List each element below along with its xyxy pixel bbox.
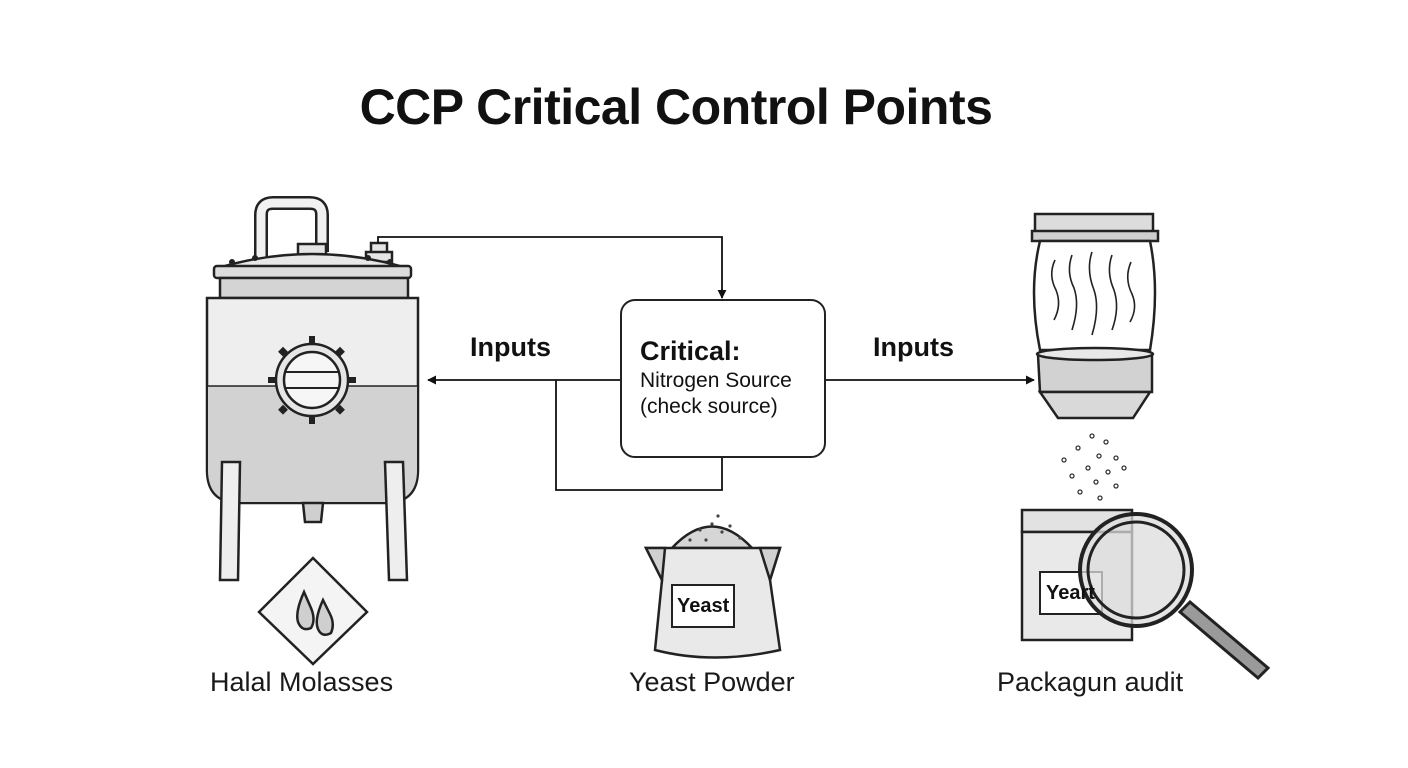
fermentation-tank-icon <box>205 196 420 582</box>
critical-box-text: Critical: Nitrogen Source (check source) <box>640 334 820 420</box>
right-flow-label: Inputs <box>873 332 954 362</box>
left-flow-label: Inputs <box>470 332 551 362</box>
flow-connectors <box>377 236 1035 491</box>
falling-particles <box>1061 433 1127 501</box>
yeast-bag-tag: Yeast <box>677 595 730 617</box>
fermentation-jar-icon <box>1030 212 1160 420</box>
yeast-powder-dots <box>688 514 742 542</box>
critical-control-box <box>620 299 826 458</box>
critical-line-2: (check source) <box>640 395 778 418</box>
yeast-bag-icon <box>643 525 782 659</box>
yeast-powder-label: Yeast Powder <box>629 667 795 697</box>
critical-line-1: Nitrogen Source <box>640 369 792 392</box>
halal-droplet-icon <box>257 556 369 666</box>
magnifying-glass-icon <box>1078 512 1271 681</box>
package-bag-tag: Yeart <box>1046 582 1095 604</box>
diagram-title: CCP Critical Control Points <box>359 79 993 135</box>
halal-molasses-label: Halal Molasses <box>210 667 394 697</box>
packaging-audit-label: Packagun audit <box>997 667 1184 697</box>
critical-heading: Critical: <box>640 336 741 366</box>
